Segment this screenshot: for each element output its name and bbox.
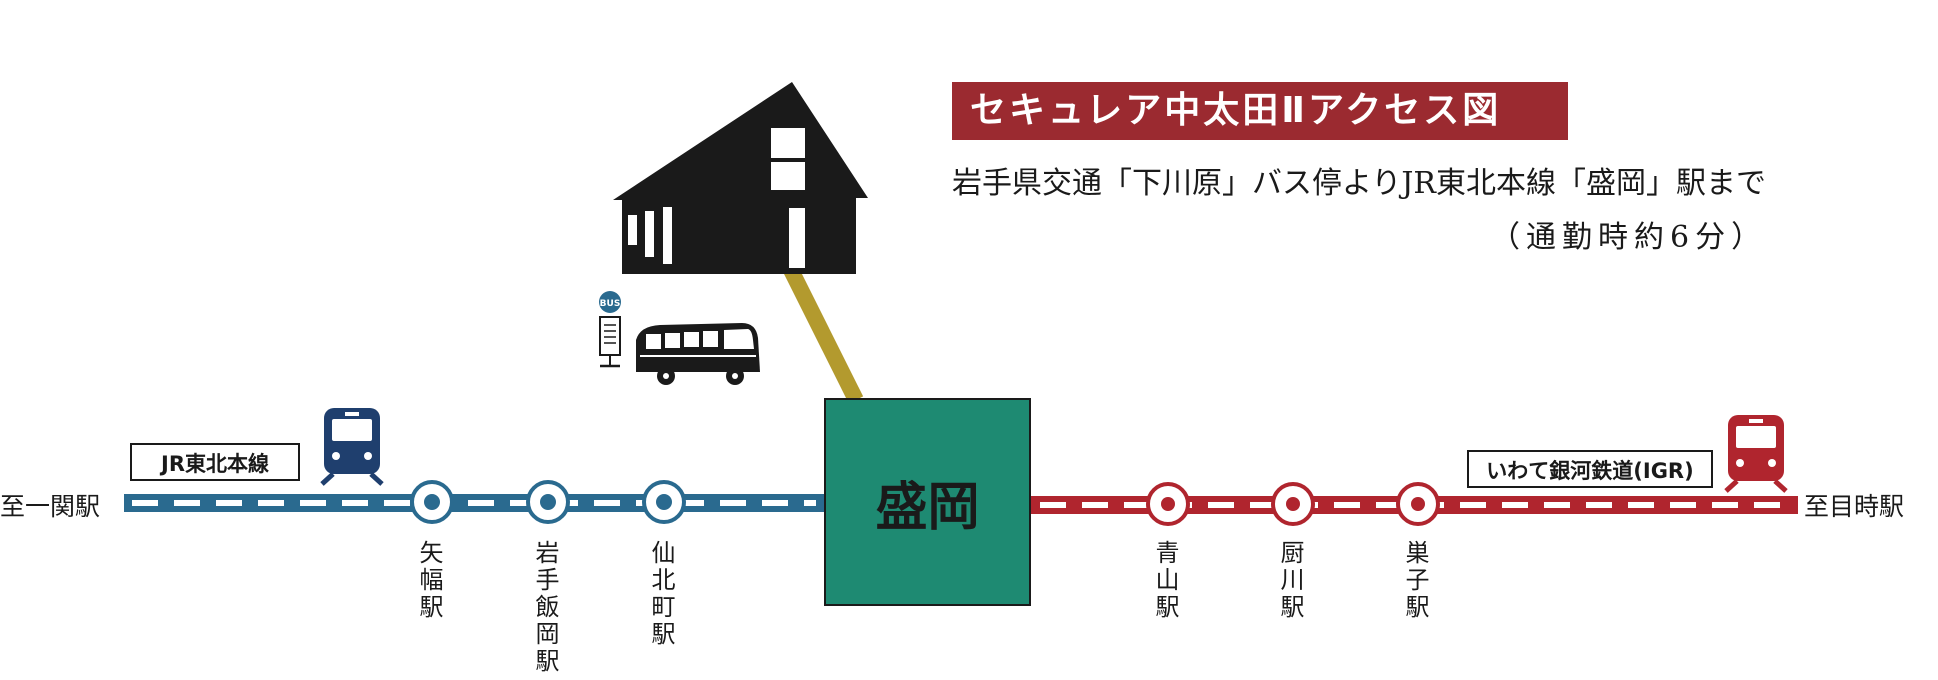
hub-station-morioka: 盛岡 xyxy=(824,398,1031,606)
station-marker xyxy=(1396,482,1440,526)
station-marker xyxy=(642,480,686,524)
train-icon xyxy=(320,408,384,486)
station-name: 岩手飯岡駅 xyxy=(531,540,559,675)
diagram-title: セキュレア中太田Ⅱアクセス図 xyxy=(952,82,1568,140)
station-name: 巣子駅 xyxy=(1401,540,1429,621)
station-marker xyxy=(1271,482,1315,526)
station-marker xyxy=(410,480,454,524)
station-name: 矢幅駅 xyxy=(415,540,443,621)
train-icon xyxy=(1724,415,1788,493)
west-terminus: 至一関駅 xyxy=(0,492,101,521)
east-terminus: 至目時駅 xyxy=(1804,492,1905,521)
bus-stop-icon: BUS xyxy=(599,291,621,368)
access-description: 岩手県交通「下川原」バス停よりJR東北本線「盛岡」駅まで xyxy=(952,166,1767,201)
jr-tohoku-line xyxy=(124,494,824,512)
station-marker xyxy=(526,480,570,524)
station-name: 青山駅 xyxy=(1151,540,1179,621)
svg-text:BUS: BUS xyxy=(600,299,621,309)
igr-line-label: いわて銀河鉄道(IGR) xyxy=(1467,450,1713,488)
station-marker xyxy=(1146,482,1190,526)
access-road xyxy=(782,264,864,404)
travel-time: （通勤時約6分） xyxy=(1490,220,1768,255)
house-icon xyxy=(613,82,868,274)
station-name: 仙北町駅 xyxy=(647,540,675,648)
bus-icon xyxy=(636,323,760,385)
jr-line-label: JR東北本線 xyxy=(130,443,300,481)
station-name: 厨川駅 xyxy=(1276,540,1304,621)
